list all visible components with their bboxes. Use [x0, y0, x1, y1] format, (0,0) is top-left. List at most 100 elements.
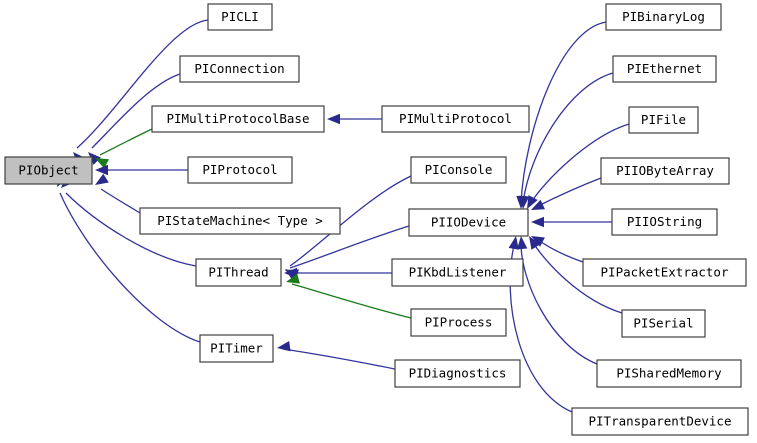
node-label: PIPacketExtractor: [601, 265, 729, 280]
class-node-PIPacketExtractor[interactable]: PIPacketExtractor: [582, 258, 747, 287]
edge-line: [91, 73, 181, 149]
edge-PIConnection-to-PIObject: [88, 73, 181, 165]
edge-PIDiagnostics-to-PITimer: [277, 341, 396, 370]
edge-line: [522, 72, 614, 204]
node-box[interactable]: [612, 55, 717, 83]
class-node-PIBinaryLog[interactable]: PIBinaryLog: [605, 3, 722, 31]
class-node-PIConsole[interactable]: PIConsole: [410, 156, 507, 184]
node-box[interactable]: [151, 105, 325, 133]
node-box[interactable]: [179, 55, 300, 83]
edge-PIProcess-to-PIThread: [286, 273, 412, 319]
node-box[interactable]: [195, 258, 282, 287]
class-node-PIMultiProtocolBase[interactable]: PIMultiProtocolBase: [151, 105, 325, 133]
class-node-PIEthernet[interactable]: PIEthernet: [612, 55, 717, 83]
node-box[interactable]: [611, 208, 718, 236]
node-box[interactable]: [391, 258, 524, 287]
class-node-PIIOByteArray[interactable]: PIIOByteArray: [600, 157, 730, 185]
class-node-PISerial[interactable]: PISerial: [621, 309, 706, 338]
class-node-PISharedMemory[interactable]: PISharedMemory: [596, 359, 742, 388]
node-layer: PIObject PICLI PIConnectionPIMultiProtocol…: [4, 3, 749, 436]
edge-line: [536, 238, 584, 263]
arrowhead-public: [516, 236, 528, 250]
edge-PIMultiProtocolBase-to-PIObject: [95, 128, 153, 169]
class-node-PITransparentDevice[interactable]: PITransparentDevice: [571, 407, 749, 436]
node-label: PIKbdListener: [409, 265, 507, 280]
edge-line: [529, 123, 630, 205]
node-label: PIStateMachine< Type >: [157, 213, 323, 228]
node-box[interactable]: [410, 156, 507, 184]
edge-line: [282, 348, 396, 370]
class-node-PICLI[interactable]: PICLI: [207, 3, 273, 31]
class-node-PIFile[interactable]: PIFile: [628, 106, 699, 134]
edge-PISerial-to-PIIODevice: [529, 236, 623, 314]
node-label: PIObject: [18, 163, 78, 178]
node-label: PISharedMemory: [616, 366, 722, 381]
arrowhead-public: [95, 164, 108, 176]
node-box[interactable]: [381, 105, 530, 133]
node-box[interactable]: [571, 407, 749, 436]
node-label: PIConsole: [425, 162, 493, 177]
node-label: PIMultiProtocol: [399, 111, 512, 126]
edge-PISharedMemory-to-PIIODevice: [516, 236, 598, 365]
edge-line: [76, 19, 209, 149]
edge-PIProtocol-to-PIObject: [95, 164, 188, 176]
arrowhead-public: [527, 195, 538, 209]
edge-PITimer-to-PIObject: [57, 173, 201, 343]
node-label: PIEthernet: [627, 61, 702, 76]
arrowhead-public: [277, 341, 291, 352]
node-box[interactable]: [394, 359, 521, 388]
node-box[interactable]: [621, 309, 706, 338]
arrowhead-public: [531, 236, 545, 247]
edge-line: [99, 128, 153, 156]
edge-line: [520, 240, 598, 365]
edge-line: [531, 240, 623, 314]
node-label: PITransparentDevice: [589, 414, 732, 429]
node-box[interactable]: [628, 106, 699, 134]
arrowhead-public: [531, 199, 545, 210]
class-node-PIObject[interactable]: PIObject: [4, 156, 93, 185]
class-node-PIProcess[interactable]: PIProcess: [410, 308, 507, 337]
node-box[interactable]: [596, 359, 742, 388]
edge-line: [65, 192, 197, 267]
node-label: PIFile: [641, 112, 686, 127]
arrowhead-public: [95, 173, 109, 185]
class-node-PIDiagnostics[interactable]: PIDiagnostics: [394, 359, 521, 388]
node-label: PIBinaryLog: [622, 9, 705, 24]
node-box[interactable]: [408, 208, 529, 237]
node-label: PIConnection: [194, 61, 284, 76]
node-label: PIProcess: [425, 315, 493, 330]
class-node-PIIOString[interactable]: PIIOString: [611, 208, 718, 236]
node-box[interactable]: [139, 207, 341, 235]
class-node-PIMultiProtocol[interactable]: PIMultiProtocol: [381, 105, 530, 133]
node-box[interactable]: [600, 157, 730, 185]
node-box[interactable]: [207, 3, 273, 31]
class-node-PIProtocol[interactable]: PIProtocol: [187, 156, 293, 184]
node-label: PIProtocol: [202, 162, 277, 177]
node-box[interactable]: [605, 3, 722, 31]
edge-line: [289, 225, 410, 269]
edge-line: [520, 21, 607, 204]
node-label: PICLI: [221, 9, 259, 24]
edge-PIFile-to-PIIODevice: [527, 123, 630, 209]
class-node-PIConnection[interactable]: PIConnection: [179, 55, 300, 83]
edge-PIKbdListener-to-PIThread: [284, 267, 392, 279]
class-node-PITimer[interactable]: PITimer: [199, 334, 274, 363]
node-box[interactable]: [410, 308, 507, 337]
class-node-PIStateMachine[interactable]: PIStateMachine< Type >: [139, 207, 341, 235]
node-label: PITimer: [210, 341, 263, 356]
node-box[interactable]: [4, 156, 93, 185]
node-label: PIDiagnostics: [409, 366, 507, 381]
class-node-PIIODevice[interactable]: PIIODevice: [408, 208, 529, 237]
edge-PIIOByteArray-to-PIIODevice: [531, 177, 602, 210]
edge-PIEthernet-to-PIIODevice: [518, 72, 614, 209]
arrowhead-public: [327, 113, 340, 125]
edge-PIStateMachine-to-PIObject: [95, 173, 141, 214]
node-label: PIMultiProtocolBase: [167, 111, 310, 126]
node-box[interactable]: [187, 156, 293, 184]
node-box[interactable]: [199, 334, 274, 363]
class-node-PIThread[interactable]: PIThread: [195, 258, 282, 287]
node-box[interactable]: [582, 258, 747, 287]
class-node-PIKbdListener[interactable]: PIKbdListener: [391, 258, 524, 287]
